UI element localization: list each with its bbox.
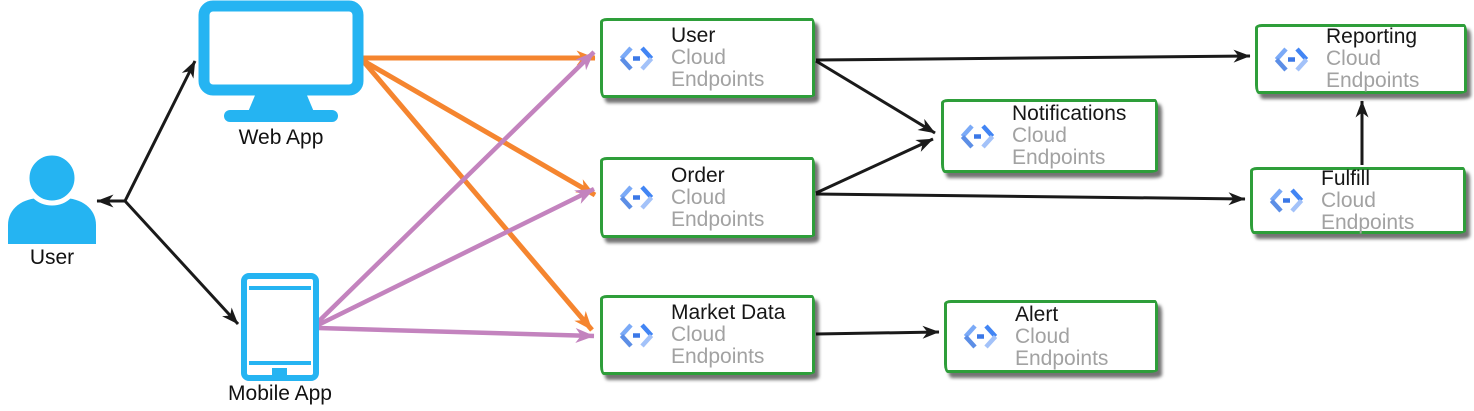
tablet-icon	[241, 273, 319, 381]
edge-user-ep-to-reporting	[815, 49, 1251, 63]
service-subtitle: Cloud Endpoints	[1321, 188, 1415, 234]
service-subtitle: Cloud Endpoints	[1012, 124, 1106, 169]
service-title: Order	[671, 163, 725, 187]
service-subtitle: Cloud Endpoints	[1326, 47, 1420, 92]
edge-web-app-to-market-data-ep	[362, 60, 594, 332]
service-title: User	[671, 24, 716, 47]
cloud-endpoints-icon	[618, 45, 655, 72]
edge-mobile-app-to-user-ep	[316, 50, 596, 324]
service-box-user-endpoints: User Cloud Endpoints	[600, 18, 815, 98]
cloud-endpoints-icon	[959, 123, 996, 150]
service-subtitle: Cloud Endpoints	[671, 46, 765, 91]
mobile-app-label: Mobile App	[216, 382, 344, 406]
edge-user-ep-to-notifications	[815, 59, 936, 135]
edge-web-app-to-order-ep	[360, 57, 597, 198]
service-title: Fulfill	[1321, 166, 1371, 190]
service-title: Notifications	[1012, 102, 1127, 125]
edge-mobile-app-to-market-data-ep	[317, 325, 595, 343]
service-box-order-endpoints: Order Cloud Endpoints	[600, 157, 815, 238]
person-icon	[8, 152, 96, 244]
cloud-endpoints-icon	[962, 323, 999, 350]
cloud-endpoints-icon	[618, 184, 655, 211]
service-box-reporting-endpoints: Reporting Cloud Endpoints	[1255, 24, 1467, 94]
edge-user-to-mobile-app	[123, 199, 240, 326]
cloud-endpoints-icon	[1268, 187, 1305, 214]
service-title: Reporting	[1326, 25, 1418, 48]
cloud-endpoints-icon	[1273, 46, 1310, 73]
edge-mobile-app-to-order-ep	[317, 186, 595, 328]
service-subtitle: Cloud Endpoints	[671, 185, 765, 231]
service-box-fulfill-endpoints: Fulfill Cloud Endpoints	[1250, 167, 1466, 234]
edge-user-to-web-app	[123, 60, 197, 202]
service-box-market-data-endpoints: Market Data Cloud Endpoints	[600, 295, 815, 375]
edge-order-ep-to-fulfill	[815, 192, 1246, 206]
service-box-alert-endpoints: Alert Cloud Endpoints	[944, 300, 1158, 373]
monitor-icon	[198, 0, 364, 122]
web-app-label: Web App	[238, 126, 324, 149]
service-subtitle: Cloud Endpoints	[671, 323, 765, 368]
user-label: User	[29, 246, 75, 269]
service-title: Alert	[1015, 302, 1059, 326]
service-box-notifications-endpoints: Notifications Cloud Endpoints	[941, 99, 1158, 173]
edge-market-data-to-alert	[815, 325, 940, 339]
service-subtitle: Cloud Endpoints	[1015, 324, 1109, 370]
edge-order-ep-to-notifications	[815, 137, 934, 195]
cloud-endpoints-icon	[618, 322, 655, 349]
service-title: Market Data	[671, 301, 786, 324]
